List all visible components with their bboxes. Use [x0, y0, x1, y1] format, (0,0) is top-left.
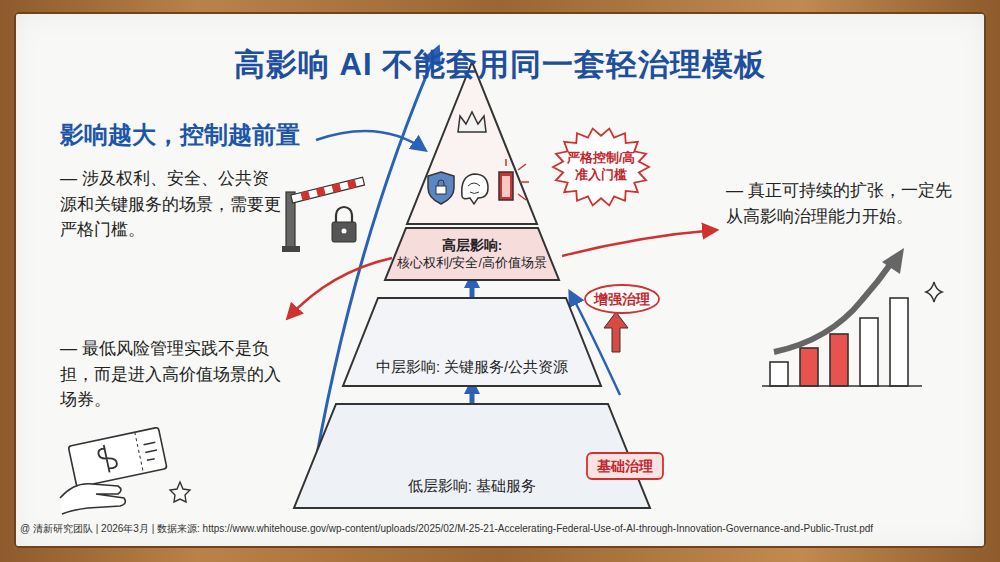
- up-arrow-connector: [470, 280, 475, 298]
- oval-badge: 增强治理: [584, 284, 660, 314]
- bullet-note: — 最低风险管理实践不是负担，而是进入高价值场景的入场券。: [60, 336, 282, 413]
- tier-shape: [385, 228, 559, 280]
- red-up-arrow: [604, 312, 628, 352]
- up-arrow-connector: [470, 386, 475, 404]
- diagram-title: 高影响 AI 不能套用同一套轻治理模板: [40, 44, 960, 86]
- growth-chart: [890, 298, 908, 386]
- pyramid-apex: [462, 174, 488, 204]
- barrier-gate: [347, 179, 357, 189]
- pyramid-apex: [499, 172, 513, 200]
- badge-label: 严格控制/高准入门槛: [566, 150, 636, 184]
- growth-chart: [830, 334, 848, 386]
- pyramid-apex: [458, 112, 486, 132]
- starburst-shape: [553, 129, 649, 206]
- pyramid-apex: [407, 62, 537, 224]
- tag-shape: [587, 453, 663, 479]
- ticket-in-hand: [170, 482, 190, 502]
- barrier-gate: [316, 187, 326, 197]
- barrier-gate: [336, 207, 352, 222]
- barrier-gate: [332, 222, 356, 242]
- growth-chart: [774, 262, 892, 352]
- top-tier: 高层影响:核心权利/安全/高价值场景: [385, 228, 559, 280]
- growth-chart: [860, 318, 878, 386]
- bullet-note: — 涉及权利、安全、公共资源和关键服务的场景，需要更严格门槛。: [60, 166, 282, 243]
- badge-label: 基础治理: [597, 457, 653, 475]
- pyramid-apex: [428, 172, 454, 204]
- tier-shape: [343, 298, 601, 386]
- starburst-badge: 严格控制/高准入门槛: [553, 128, 649, 206]
- red-up-arrow: [604, 312, 628, 352]
- ticket-in-hand: [135, 432, 144, 473]
- barrier-gate: [300, 191, 310, 201]
- tier-label: 高层影响:: [442, 237, 503, 255]
- caption: @ 清新研究团队 | 2026年3月 | 数据来源: https://www.w…: [20, 522, 982, 535]
- barrier-gate: [291, 177, 365, 203]
- growth-chart: [762, 385, 922, 387]
- bullet-note: — 真正可持续的扩张，一定先从高影响治理能力开始。: [726, 178, 962, 229]
- pyramid-apex: [438, 180, 444, 186]
- barrier-gate: [342, 229, 347, 234]
- tier-label: 中层影响: 关键服务/公共资源: [376, 358, 568, 377]
- barrier-gate: [291, 177, 365, 203]
- tier-label: 低层影响: 基础服务: [408, 476, 536, 496]
- tier-label: 核心权利/安全/高价值场景: [397, 255, 547, 271]
- ticket-in-hand: [144, 442, 159, 460]
- rising-arrow: [316, 131, 425, 150]
- ticket-in-hand: [60, 427, 190, 514]
- growth-chart: [770, 362, 788, 386]
- barrier-gate: [282, 177, 365, 252]
- growth-chart: [882, 248, 904, 274]
- red-callout-arrow: [562, 230, 716, 256]
- pyramid-apex: [407, 62, 537, 224]
- ticket-in-hand: [68, 427, 167, 487]
- growth-chart: [926, 282, 942, 302]
- oval-shape: [585, 285, 659, 313]
- top-tier-outline: [385, 228, 559, 280]
- pyramid-apex: [468, 183, 480, 194]
- middle-tier: 中层影响: 关键服务/公共资源: [343, 298, 601, 386]
- ticket-in-hand: [60, 484, 125, 514]
- barrier-gate: [332, 183, 342, 193]
- ticket-in-hand: [68, 427, 167, 487]
- ticket-in-hand: [97, 443, 118, 474]
- tag-badge: 基础治理: [586, 452, 664, 480]
- growth-chart: [762, 248, 942, 386]
- barrier-gate: [282, 246, 300, 252]
- growth-chart: [800, 348, 818, 386]
- badge-label: 增强治理: [594, 290, 650, 308]
- pyramid-apex: [436, 186, 446, 194]
- section-heading: 影响越大，控制越前置: [60, 120, 360, 150]
- pyramid-apex: [502, 176, 510, 197]
- pyramid-apex: [506, 159, 529, 200]
